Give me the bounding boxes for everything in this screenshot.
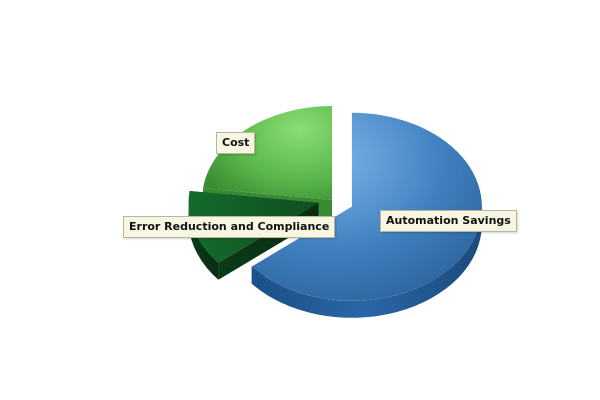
pie-slice-cost xyxy=(203,106,332,200)
slice-label-automation-savings: Automation Savings xyxy=(380,210,517,232)
pie-slice-automation-savings xyxy=(251,112,482,301)
pie-slice-side-automation-savings xyxy=(251,206,482,318)
pie-slice-side-error-reduction-and-compliance xyxy=(188,202,219,280)
slice-label-error-reduction: Error Reduction and Compliance xyxy=(123,216,336,238)
slice-label-cost: Cost xyxy=(216,132,256,154)
